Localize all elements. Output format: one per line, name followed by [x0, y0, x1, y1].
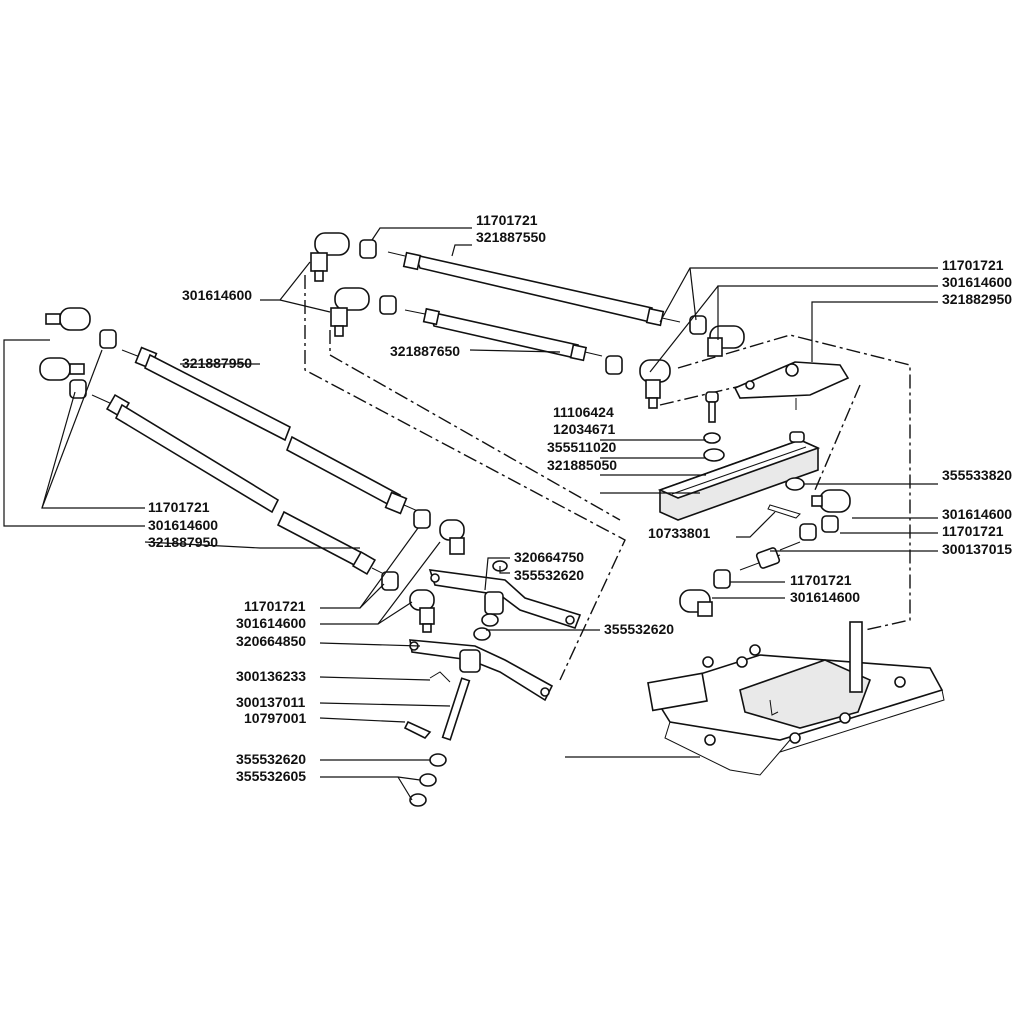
label-320664850: 320664850: [236, 633, 306, 649]
label-11106424: 11106424: [553, 404, 614, 420]
label-301614600-upper-right: 301614600: [942, 274, 1012, 290]
upper-rod-321887550: [387, 251, 681, 327]
label-321887650: 321887650: [390, 343, 460, 359]
slide-rail-321885050: [657, 431, 821, 521]
ball-joint-group-upper: [310, 232, 745, 409]
label-321885050: 321885050: [547, 457, 617, 473]
label-355532605: 355532605: [236, 768, 306, 784]
label-300137015: 300137015: [942, 541, 1012, 557]
label-11701721-right: 11701721: [942, 523, 1004, 539]
label-11701721-left: 11701721: [148, 499, 210, 515]
label-11701721-upper-right: 11701721: [942, 257, 1004, 273]
pivot-pin-and-washers: [403, 560, 508, 807]
upper-rod-321887650: [404, 307, 603, 362]
label-300136233: 300136233: [236, 668, 306, 684]
bolt-11106424: [703, 391, 725, 462]
label-300137011: 300137011: [236, 694, 306, 710]
label-321887950-lower: 321887950: [148, 534, 218, 550]
leader-lines: [3, 227, 938, 801]
label-11701721-lower-right: 11701721: [790, 572, 852, 588]
part-labels: 11701721 321887550 301614600 321887650 1…: [148, 212, 1012, 784]
label-301614600-center: 301614600: [236, 615, 306, 631]
label-355511020: 355511020: [547, 439, 617, 455]
label-301614600-right: 301614600: [942, 506, 1012, 522]
nut-group-upper: [359, 239, 707, 375]
label-10797001: 10797001: [244, 710, 307, 726]
label-11701721-center: 11701721: [244, 598, 306, 614]
label-355532620-bottom: 355532620: [236, 751, 306, 767]
left-ball-joints: [39, 307, 465, 633]
left-rods-321887950: [91, 346, 421, 577]
label-355532620-top: 355532620: [514, 567, 584, 583]
label-355532620-mid: 355532620: [604, 621, 674, 637]
label-301614600-lower-right: 301614600: [790, 589, 860, 605]
label-321882950: 321882950: [942, 291, 1012, 307]
assembly-paths: [304, 275, 911, 681]
label-355533820: 355533820: [942, 467, 1012, 483]
lever-320664750: [428, 569, 582, 629]
base-plate: [647, 621, 945, 776]
label-320664750: 320664750: [514, 549, 584, 565]
label-321887550: 321887550: [476, 229, 546, 245]
label-11701721-upper: 11701721: [476, 212, 538, 228]
lever-320664850: [409, 639, 554, 702]
label-321887950-upper: 321887950: [182, 355, 252, 371]
bracket-321882950: [733, 361, 850, 410]
label-12034671: 12034671: [553, 421, 616, 437]
label-10733801: 10733801: [648, 525, 711, 541]
label-301614600-upper-left: 301614600: [182, 287, 252, 303]
label-301614600-left: 301614600: [148, 517, 218, 533]
